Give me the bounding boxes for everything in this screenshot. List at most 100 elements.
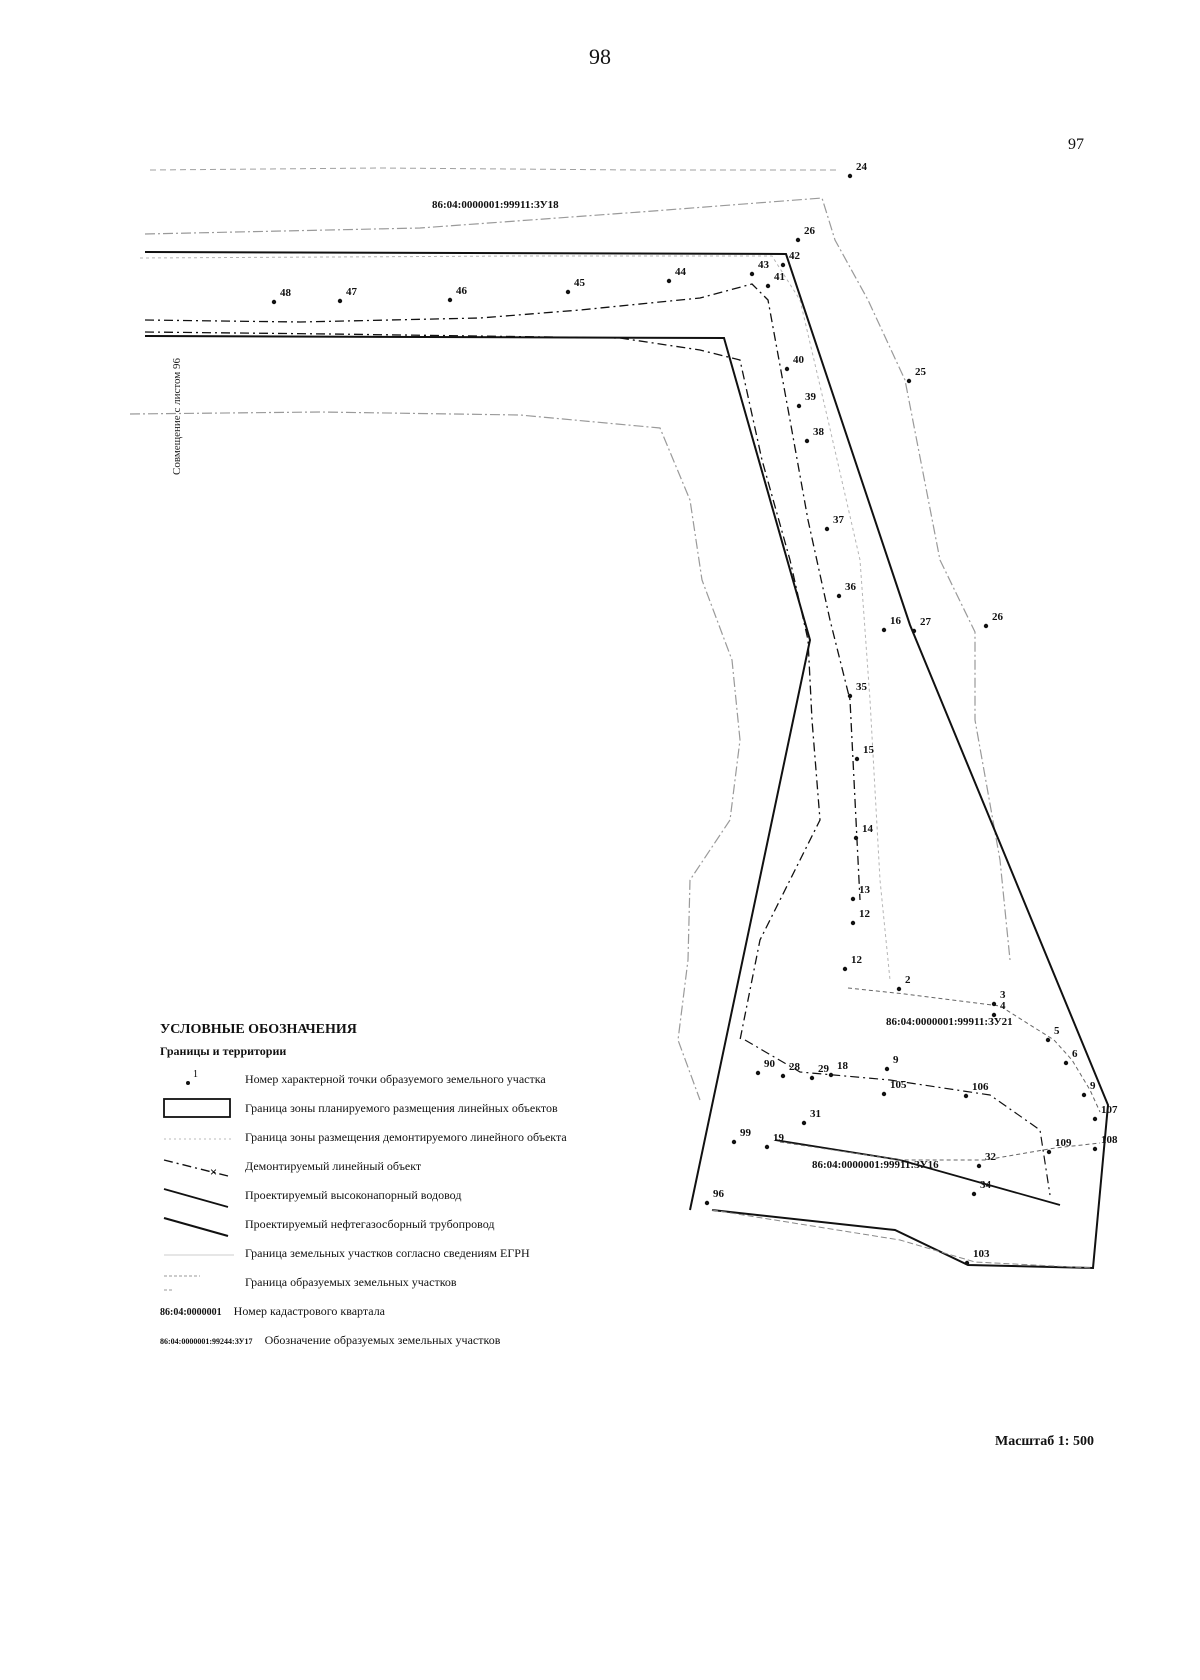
dismantled-line-icon: ×	[163, 1159, 229, 1179]
boundary-point-9	[271, 299, 277, 305]
point-marker-label: 1	[193, 1069, 198, 1080]
boundary-point-label-21: 14	[862, 823, 874, 835]
boundary-point-2	[780, 262, 786, 268]
boundary-point-29	[1063, 1060, 1069, 1066]
boundary-point-25	[896, 986, 902, 992]
legend-text-formed: Граница образуемых земельных участков	[245, 1275, 457, 1289]
boundary-point-32	[1092, 1146, 1098, 1152]
boundary-point-13	[804, 438, 810, 444]
boundary-point-label-43: 109	[1055, 1137, 1072, 1149]
legend-text-zone-planned: Граница зоны планируемого размещения лин…	[245, 1101, 558, 1115]
legend-row-egrn: Граница земельных участков согласно свед…	[160, 1241, 720, 1270]
boundary-point-label-46: 96	[713, 1188, 725, 1200]
boundary-point-24	[842, 966, 848, 972]
formed-boundary-icon	[164, 1275, 200, 1291]
boundary-point-label-23: 12	[859, 908, 871, 920]
boundary-point-46	[704, 1200, 710, 1206]
boundary-point-16	[983, 623, 989, 629]
legend-row-water-pipe: Проектируемый высоконапорный водовод	[160, 1183, 720, 1212]
boundary-point-8	[337, 298, 343, 304]
dismantled-line-branch	[744, 1039, 1051, 1196]
planned-zone-icon	[163, 1098, 231, 1118]
legend-row-oil-pipe: Проектируемый нефтегазосборный трубопров…	[160, 1212, 720, 1241]
boundary-point-28	[1045, 1037, 1051, 1043]
boundary-point-label-18: 16	[890, 615, 902, 627]
planned-zone-inner	[144, 335, 812, 1211]
boundary-point-36	[963, 1093, 969, 1099]
boundary-point-label-7: 46	[456, 285, 468, 297]
legend-parcel-code: 86:04:0000001:99244:ЗУ17	[160, 1337, 253, 1346]
legend-row-formed: Граница образуемых земельных участков	[160, 1270, 720, 1299]
boundary-point-14	[824, 526, 830, 532]
boundary-point-label-17: 27	[920, 616, 932, 628]
legend-text-dismantled: Демонтируемый линейный объект	[245, 1159, 422, 1173]
boundary-point-33	[828, 1072, 834, 1078]
boundary-point-label-26: 3	[1000, 989, 1006, 1001]
legend-row-dismantled: × Демонтируемый линейный объект	[160, 1154, 720, 1183]
dismantled-line-lower	[144, 331, 821, 1041]
boundary-point-label-45: 34	[980, 1179, 992, 1191]
boundary-point-21	[853, 835, 859, 841]
boundary-point-20	[854, 756, 860, 762]
boundary-point-label-27: 4	[1000, 1000, 1006, 1012]
boundary-point-10	[906, 378, 912, 384]
parcel-zu16-boundary	[779, 1141, 1101, 1161]
boundary-point-label-33: 18	[837, 1060, 849, 1072]
parcel-zu21-boundary	[847, 987, 1101, 1113]
boundary-point-label-3: 43	[758, 259, 770, 271]
boundary-point-label-37: 90	[764, 1058, 776, 1070]
boundary-point-label-30: 9	[1090, 1080, 1096, 1092]
legend-row-parcel: 86:04:0000001:99244:ЗУ17 Обозначение обра…	[160, 1328, 720, 1357]
boundary-point-7	[447, 297, 453, 303]
legend-text-point: Номер характерной точки образуемого земе…	[245, 1072, 546, 1086]
legend-text-quarter: Номер кадастрового квартала	[233, 1304, 386, 1318]
boundary-point-5	[666, 278, 672, 284]
boundary-point-label-35: 105	[890, 1079, 907, 1091]
legend-text-parcel: Обозначение образуемых земельных участко…	[264, 1333, 501, 1347]
boundary-point-11	[784, 366, 790, 372]
boundary-point-label-9: 48	[280, 287, 292, 299]
boundary-point-label-22: 13	[859, 884, 871, 896]
boundary-point-label-16: 26	[992, 611, 1004, 623]
left-parcel-boundary	[129, 411, 741, 1101]
boundary-point-label-20: 15	[863, 744, 875, 756]
boundary-point-label-32: 108	[1101, 1134, 1118, 1146]
legend-text-water-pipe: Проектируемый высоконапорный водовод	[245, 1188, 462, 1202]
legend: УСЛОВНЫЕ ОБОЗНАЧЕНИЯ Границы и территори…	[160, 1022, 720, 1357]
legend-row-zone-dismantled: Граница зоны размещения демонтируемого л…	[160, 1125, 720, 1154]
boundary-point-label-42: 19	[773, 1132, 785, 1144]
boundary-point-17	[911, 628, 917, 634]
boundary-point-label-0: 24	[856, 161, 868, 173]
boundary-point-0	[847, 173, 853, 179]
svg-text:×: ×	[210, 1165, 217, 1179]
boundary-point-label-2: 42	[789, 250, 801, 262]
boundary-point-label-34: 9	[893, 1054, 899, 1066]
dismantled-line-upper	[144, 283, 861, 901]
boundary-point-label-1: 26	[804, 225, 816, 237]
boundary-point-label-14: 37	[833, 514, 845, 526]
boundary-point-47	[964, 1260, 970, 1266]
boundary-point-label-19: 35	[856, 681, 868, 693]
inner-dotted-boundary	[139, 255, 891, 981]
boundary-point-label-11: 40	[793, 354, 805, 366]
scale-label: Масштаб 1: 500	[995, 1434, 1094, 1449]
boundary-point-40	[801, 1120, 807, 1126]
boundary-point-37	[755, 1070, 761, 1076]
boundary-point-label-10: 25	[915, 366, 927, 378]
legend-title: УСЛОВНЫЕ ОБОЗНАЧЕНИЯ	[160, 1022, 357, 1037]
boundary-point-45	[971, 1191, 977, 1197]
boundary-point-label-31: 107	[1101, 1104, 1118, 1116]
boundary-point-41	[731, 1139, 737, 1145]
boundary-point-label-15: 36	[845, 581, 857, 593]
oil-pipe-icon	[163, 1216, 229, 1238]
water-pipe-icon	[163, 1188, 229, 1208]
boundary-point-label-5: 44	[675, 266, 687, 278]
boundary-point-18	[881, 627, 887, 633]
planned-zone-branch	[774, 1139, 1061, 1206]
boundary-point-label-8: 47	[346, 286, 358, 298]
boundary-point-22	[850, 896, 856, 902]
boundary-point-label-41: 99	[740, 1127, 752, 1139]
boundary-point-label-39: 29	[818, 1063, 830, 1075]
side-note: Совмещение с листом 96	[171, 358, 183, 475]
boundary-point-4	[765, 283, 771, 289]
